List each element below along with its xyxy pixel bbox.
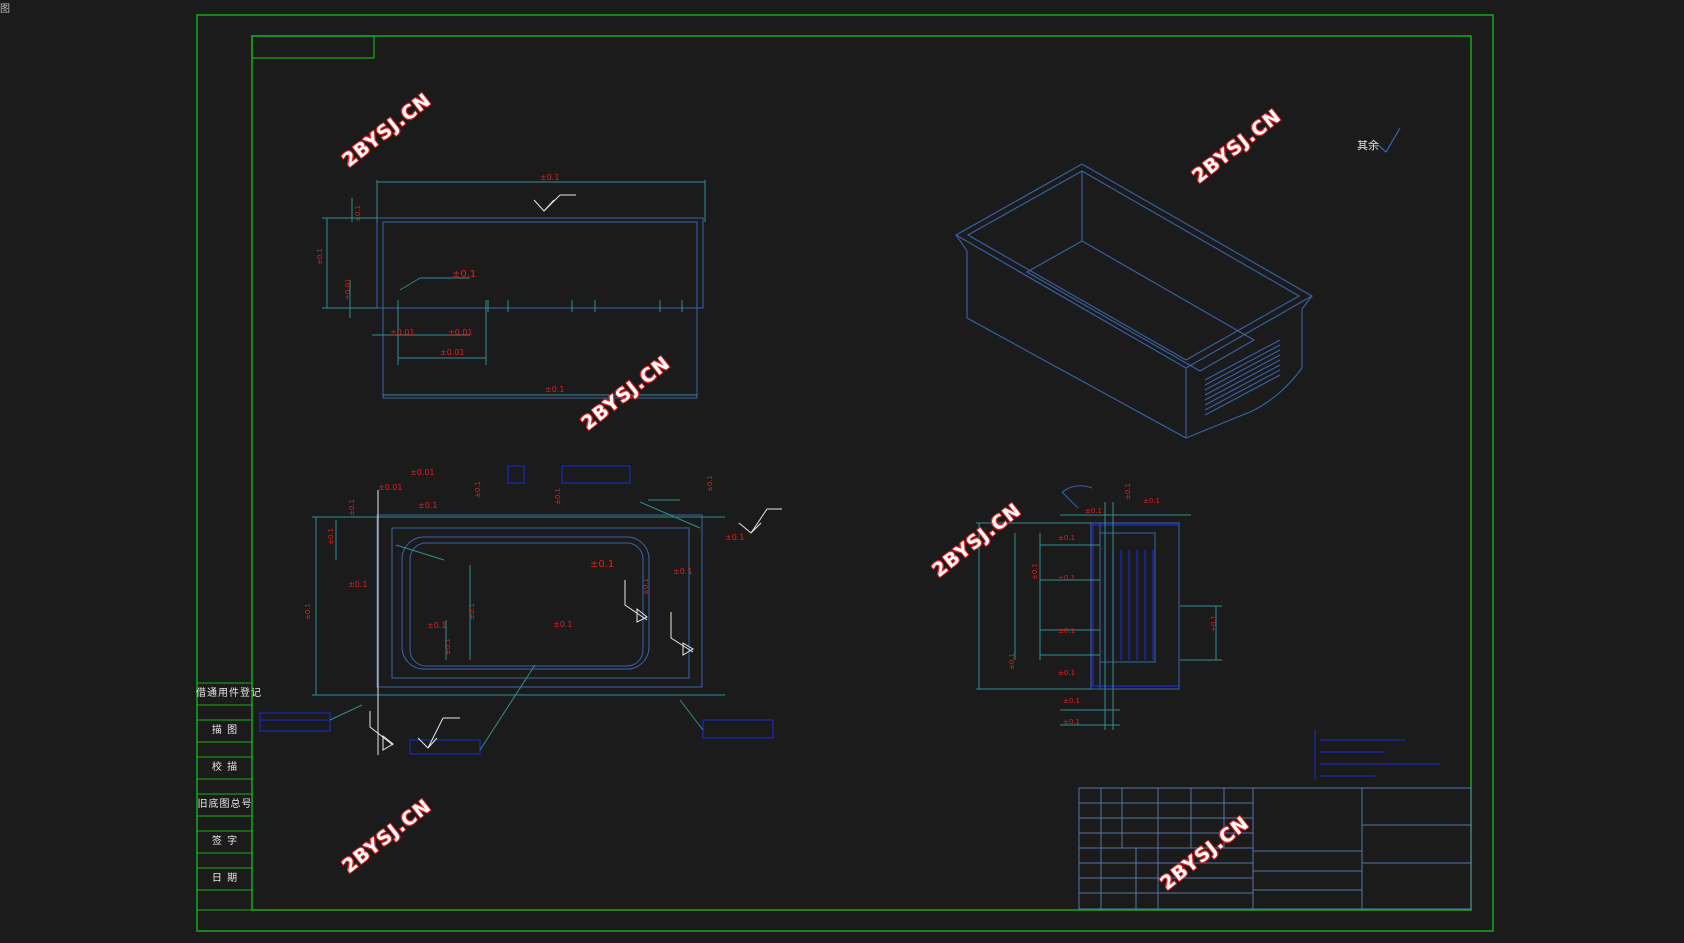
left-label-signature: 签 字	[211, 836, 239, 847]
svg-text:±0.1: ±0.1	[540, 173, 559, 182]
svg-text:±0.1: ±0.1	[642, 578, 650, 595]
top-view-dim-text: ±0.1 ±0.1 ±0.1 ±0.01 ±0.01 ±0.01	[390, 173, 564, 394]
svg-text:±0.1: ±0.1	[1058, 627, 1075, 635]
svg-text:±0.1: ±0.1	[304, 603, 312, 620]
svg-text:±0.01: ±0.01	[390, 328, 415, 337]
svg-text:±0.1: ±0.1	[553, 620, 572, 629]
outer-border	[196, 14, 1494, 932]
side-view-dim-text: ±0.1 ±0.1 ±0.1 ±0.1 ±0.1 ±0.1 ±0.1 ±0.1	[1058, 497, 1160, 726]
svg-text:±0.1: ±0.1	[545, 385, 564, 394]
svg-text:±0.1: ±0.1	[1063, 697, 1080, 705]
svg-text:±0.1: ±0.1	[554, 488, 562, 505]
roughness-note: 其余	[1357, 139, 1379, 152]
svg-text:±0.1: ±0.1	[418, 501, 437, 510]
svg-text:±0.1: ±0.1	[452, 269, 476, 280]
svg-text:±0.1: ±0.1	[327, 528, 335, 545]
svg-text:±0.01: ±0.01	[378, 483, 403, 492]
left-label-tracing: 描 图	[211, 725, 239, 736]
svg-text:±0.1: ±0.1	[1063, 718, 1080, 726]
left-column-grid	[196, 682, 253, 911]
top-view	[322, 180, 706, 399]
svg-text:±0.1: ±0.1	[316, 248, 324, 265]
svg-text:±0.1: ±0.1	[1124, 483, 1132, 500]
svg-text:±0.1: ±0.1	[1085, 507, 1102, 515]
front-view-dim-text: ±0.01 ±0.01 ±0.1 ±0.1 ±0.1 ±0.1 ±0.1 ±0.…	[348, 468, 744, 630]
svg-text:±0.1: ±0.1	[468, 603, 476, 620]
code-box	[251, 35, 375, 59]
svg-text:±0.01: ±0.01	[448, 328, 473, 337]
title-block	[1078, 787, 1472, 910]
svg-text:±0.1: ±0.1	[1058, 574, 1075, 582]
left-label-checking: 校 描	[211, 762, 239, 773]
side-view	[976, 485, 1222, 730]
roughness-symbol	[1377, 127, 1401, 153]
technical-notes	[1314, 730, 1440, 780]
svg-text:±0.1: ±0.1	[354, 205, 362, 222]
svg-text:±0.1: ±0.1	[590, 559, 614, 570]
svg-text:±0.01: ±0.01	[440, 348, 465, 357]
svg-text:±0.1: ±0.1	[348, 499, 356, 516]
svg-text:±0.1: ±0.1	[706, 475, 714, 492]
svg-text:±0.1: ±0.1	[1058, 534, 1075, 542]
corner-mark: 图	[0, 4, 10, 15]
svg-text:±0.1: ±0.1	[1143, 497, 1160, 505]
svg-text:±0.1: ±0.1	[1058, 669, 1075, 677]
svg-text:±0.1: ±0.1	[1008, 653, 1016, 670]
front-view	[259, 465, 782, 755]
svg-text:±0.1: ±0.1	[673, 567, 692, 576]
left-label-registry: 借通用件登记	[196, 688, 262, 699]
svg-text:±0.1: ±0.1	[1031, 563, 1039, 580]
left-label-date: 日 期	[211, 873, 239, 884]
svg-text:±0.1: ±0.1	[725, 533, 744, 542]
svg-text:±0.1: ±0.1	[444, 638, 452, 655]
svg-text:±0.01: ±0.01	[344, 279, 352, 300]
svg-text:±0.1: ±0.1	[474, 481, 482, 498]
inner-border	[251, 35, 1472, 911]
svg-text:±0.1: ±0.1	[427, 621, 446, 630]
svg-text:±0.01: ±0.01	[410, 468, 435, 477]
svg-text:±0.1: ±0.1	[348, 580, 367, 589]
left-label-old-drawing-no: 旧底图总号	[197, 799, 253, 810]
svg-text:±0.1: ±0.1	[1210, 615, 1218, 632]
isometric-view	[954, 163, 1314, 439]
